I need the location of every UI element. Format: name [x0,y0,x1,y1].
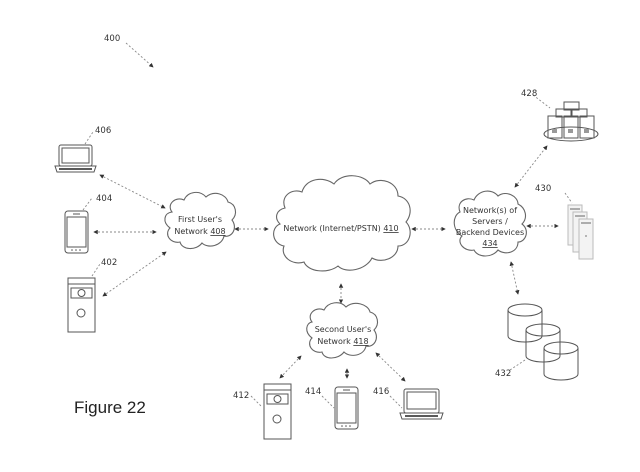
server-cluster-icon [543,101,599,142]
backend-network-line3: Backend Devices [456,228,524,237]
leader-430 [564,192,573,204]
leader-406 [84,131,94,145]
link-laptop-first-network [99,174,166,209]
leader-414 [321,395,335,409]
first-user-network-line1: First User's [178,215,222,224]
server-stack-ref-label: 430 [535,184,551,194]
laptop-ref-label: 406 [95,126,111,136]
phone2-ref-label: 414 [305,387,321,397]
leader-428 [532,94,551,109]
video-doorbell-icon [263,383,292,440]
backend-network-cloud: Network(s) of Servers / Backend Devices … [453,190,527,257]
figure-ref-arrow [125,42,154,68]
laptop-icon [54,144,97,173]
second-user-network-line1: Second User's [315,325,372,334]
link-second-network-doorbell [279,355,302,379]
first-user-network-line2: Network 408 [174,227,225,236]
server-stack-icon [567,204,594,260]
leader-402 [91,263,101,277]
second-user-network-ref: 418 [353,337,368,346]
database-ref-label: 432 [495,369,511,379]
figure-ref-label: 400 [104,34,120,44]
connections [93,145,559,382]
second-user-network-line2: Network 418 [317,337,368,346]
doorbell-ref-label: 402 [101,258,117,268]
backend-network-ref: 434 [482,239,497,248]
smartphone-icon [64,210,89,254]
second-user-network-cloud: Second User's Network 418 [306,302,379,359]
laptop-icon [399,388,444,420]
phone-ref-label: 404 [96,194,112,204]
doorbell2-ref-label: 412 [233,391,249,401]
server-cluster-ref-label: 428 [521,89,537,99]
link-backend-databases [509,261,520,295]
leader-404 [82,197,93,211]
leader-432 [509,359,526,371]
backend-network-line2: Servers / [472,217,508,226]
link-doorbell-first-network [102,251,167,297]
leader-416 [389,395,403,409]
internet-network-cloud: Network (Internet/PSTN) 410 [273,175,411,272]
leader-412 [250,395,263,408]
database-icon [507,303,579,381]
first-user-network-cloud: First User's Network 408 [164,191,237,250]
link-backend-cluster [514,145,548,188]
figure-caption: Figure 22 [74,398,146,417]
internet-network-ref: 410 [383,224,398,233]
smartphone-icon [334,386,359,430]
video-doorbell-icon [67,277,96,333]
first-user-network-ref: 408 [210,227,225,236]
laptop2-ref-label: 416 [373,387,389,397]
backend-network-line1: Network(s) of [463,206,517,215]
link-second-network-laptop [375,352,406,382]
internet-network-label: Network (Internet/PSTN) 410 [283,224,398,233]
